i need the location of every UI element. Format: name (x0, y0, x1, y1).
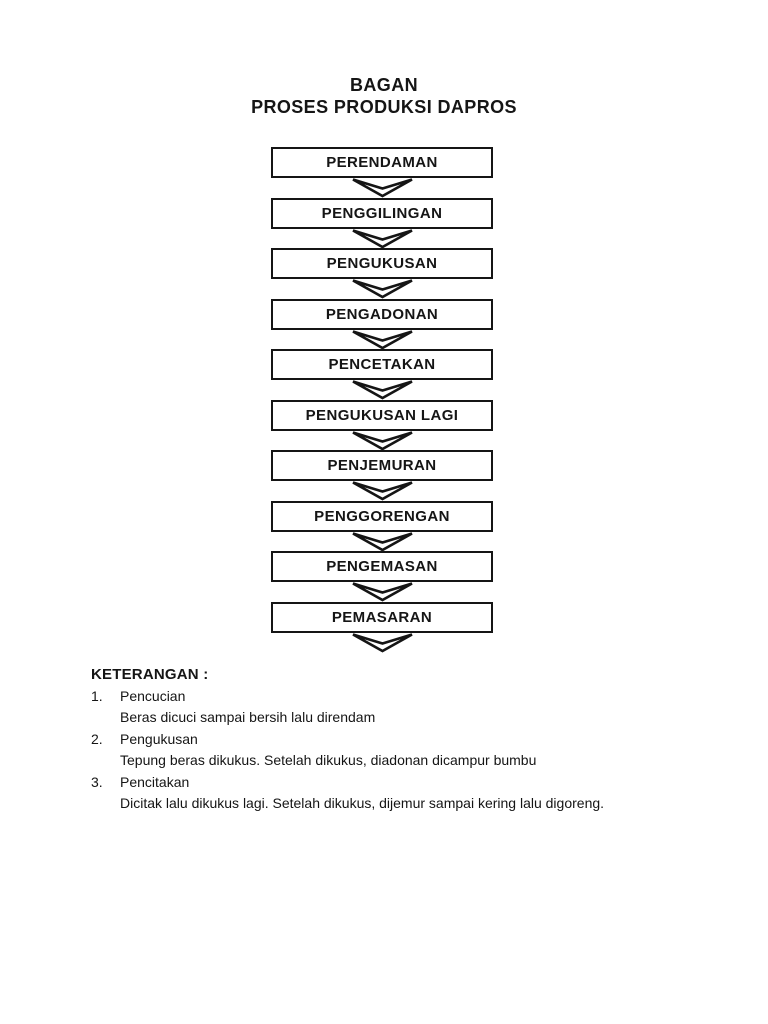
process-step-label: PENGADONAN (325, 305, 439, 323)
note-number: 3. (91, 773, 103, 790)
note-number: 1. (91, 687, 103, 704)
notes-heading: KETERANGAN : (91, 666, 209, 683)
note-description-line: Dicitak lalu dikukus lagi. Setelah dikuk… (91, 793, 691, 815)
down-arrow-icon (351, 582, 413, 602)
note-term-line: 3. Pencitakan (91, 772, 691, 794)
note-description: Tepung beras dikukus. Setelah dikukus, d… (120, 752, 537, 768)
down-arrow-icon (351, 430, 413, 450)
title-line-2: PROSES PRODUKSI DAPROS (251, 97, 517, 117)
flowchart-step: PENJEMURAN (271, 450, 493, 501)
down-arrow-icon (351, 481, 413, 501)
process-step-label: PEMASARAN (331, 608, 433, 626)
note-term: Pencitakan (120, 773, 190, 790)
down-arrow-icon (351, 228, 413, 248)
process-step-box: PENGUKUSAN (271, 248, 493, 279)
page-title: BAGAN PROSES PRODUKSI DAPROS (0, 74, 768, 118)
process-step-label: PENCETAKAN (328, 356, 436, 373)
note-item: 3. Pencitakan Dicitak lalu dikukus lagi. … (91, 772, 691, 815)
process-step-box: PENGEMASAN (271, 551, 493, 582)
note-description: Beras dicuci sampai bersih lalu direndam (120, 709, 376, 725)
process-step-label: PENGUKUSAN (326, 255, 438, 272)
process-step-box: PENGADONAN (271, 298, 493, 330)
flowchart-step: PENCETAKAN (271, 349, 493, 400)
note-description-line: Tepung beras dikukus. Setelah dikukus, d… (91, 750, 691, 772)
note-term: Pencucian (120, 687, 186, 704)
process-step-label: PENGEMASAN (326, 558, 438, 575)
process-step-label: PENJEMURAN (327, 457, 437, 474)
note-item: 2. Pengukusan Tepung beras dikukus. Setel… (91, 729, 691, 772)
flowchart: PERENDAMAN PENGGILINGAN PENGUKUSAN PENGA… (271, 147, 493, 652)
flowchart-step: PENGGORENGAN (271, 500, 493, 552)
down-arrow-icon (351, 279, 413, 299)
flowchart-step: PENGUKUSAN (271, 248, 493, 299)
down-arrow-icon (351, 380, 413, 400)
flowchart-step: PENGGILINGAN (271, 197, 493, 249)
note-number: 2. (91, 730, 103, 747)
down-arrow-icon (351, 531, 413, 551)
flowchart-step: PENGADONAN (271, 298, 493, 350)
flowchart-step: PENGEMASAN (271, 551, 493, 602)
flowchart-step: PEMASARAN (271, 601, 493, 653)
note-description-line: Beras dicuci sampai bersih lalu direndam (91, 707, 691, 729)
process-step-label: PENGUKUSAN LAGI (305, 406, 459, 424)
down-arrow-icon (351, 329, 413, 349)
notes-section: KETERANGAN : 1. Pencucian Beras dicuci sa… (91, 664, 691, 815)
process-step-box: PENCETAKAN (271, 349, 493, 380)
process-step-label: PENGGORENGAN (314, 507, 450, 525)
title-line-1: BAGAN (350, 75, 418, 95)
process-step-box: PENGGORENGAN (271, 500, 493, 532)
process-step-box: PENGGILINGAN (271, 197, 493, 229)
down-arrow-icon (351, 632, 413, 652)
flowchart-step: PERENDAMAN (271, 147, 493, 198)
process-step-label: PERENDAMAN (326, 154, 438, 171)
down-arrow-icon (351, 178, 413, 198)
flowchart-step: PENGUKUSAN LAGI (271, 399, 493, 451)
note-term-line: 2. Pengukusan (91, 729, 691, 751)
process-step-box: PENGUKUSAN LAGI (271, 399, 493, 431)
process-step-box: PERENDAMAN (271, 147, 493, 178)
process-step-box: PEMASARAN (271, 601, 493, 633)
note-description: Dicitak lalu dikukus lagi. Setelah dikuk… (120, 795, 605, 811)
note-term-line: 1. Pencucian (91, 686, 691, 708)
note-item: 1. Pencucian Beras dicuci sampai bersih l… (91, 686, 691, 729)
process-step-label: PENGGILINGAN (321, 204, 443, 222)
note-term: Pengukusan (120, 730, 198, 747)
process-step-box: PENJEMURAN (271, 450, 493, 481)
notes-list: 1. Pencucian Beras dicuci sampai bersih l… (91, 686, 691, 815)
